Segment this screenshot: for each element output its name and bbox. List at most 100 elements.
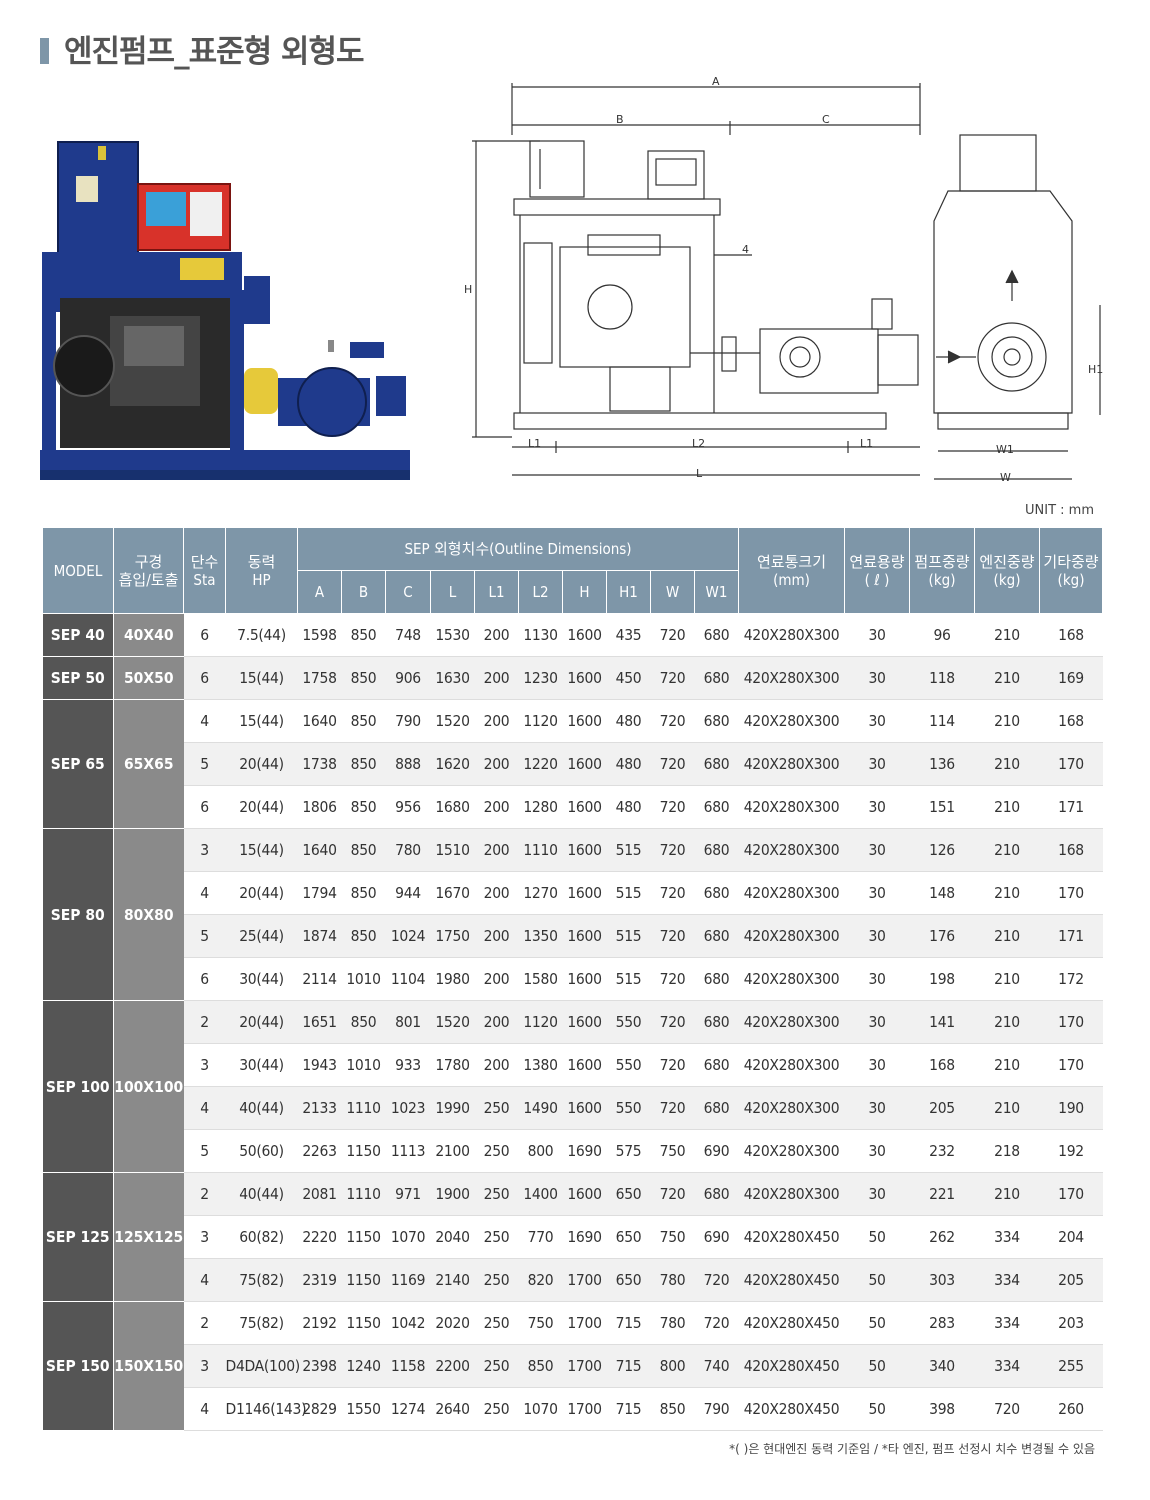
- table-cell: 715: [606, 1387, 651, 1431]
- table-cell: 250: [474, 1129, 519, 1173]
- dim-label-w1: W1: [996, 443, 1014, 456]
- table-cell: 203: [1039, 1301, 1103, 1345]
- table-cell: 420X280X300: [738, 1129, 845, 1173]
- table-cell: 1600: [562, 914, 607, 958]
- bore-cell: 125X125: [113, 1172, 184, 1302]
- table-cell: 1230: [518, 656, 563, 700]
- table-cell: 1550: [341, 1387, 386, 1431]
- table-cell: 2263: [297, 1129, 342, 1173]
- table-cell: 30: [844, 1172, 910, 1216]
- table-cell: 1620: [430, 742, 475, 786]
- table-cell: 1490: [518, 1086, 563, 1130]
- table-cell: 20(44): [225, 871, 298, 915]
- table-cell: 50: [844, 1344, 910, 1388]
- table-cell: 200: [474, 742, 519, 786]
- table-cell: 1600: [562, 871, 607, 915]
- dim-label-l2: L2: [692, 437, 705, 450]
- table-cell: 1380: [518, 1043, 563, 1087]
- table-cell: 60(82): [225, 1215, 298, 1259]
- table-cell: 30(44): [225, 1043, 298, 1087]
- table-cell: 200: [474, 699, 519, 743]
- table-cell: 680: [694, 656, 739, 700]
- table-cell: 2040: [430, 1215, 475, 1259]
- table-cell: 1806: [297, 785, 342, 829]
- table-cell: 1600: [562, 613, 607, 657]
- table-cell: 720: [650, 656, 695, 700]
- table-cell: 780: [385, 828, 431, 872]
- table-cell: 3: [183, 1043, 226, 1087]
- table-cell: 50: [844, 1301, 910, 1345]
- table-cell: 650: [606, 1258, 651, 1302]
- dim-label-l: L: [696, 467, 703, 480]
- table-cell: 4: [183, 1086, 226, 1130]
- table-cell: 210: [974, 1172, 1040, 1216]
- model-cell: SEP 40: [42, 613, 114, 657]
- table-cell: 210: [974, 871, 1040, 915]
- table-cell: 420X280X300: [738, 613, 845, 657]
- table-cell: 1700: [562, 1258, 607, 1302]
- table-cell: 420X280X300: [738, 828, 845, 872]
- table-cell: 680: [694, 742, 739, 786]
- table-cell: 420X280X300: [738, 1086, 845, 1130]
- table-cell: 850: [341, 656, 386, 700]
- table-cell: 136: [909, 742, 975, 786]
- bore-cell: 40X40: [113, 613, 184, 657]
- table-cell: 550: [606, 1043, 651, 1087]
- table-cell: 1520: [430, 699, 475, 743]
- table-cell: 1120: [518, 699, 563, 743]
- table-cell: 720: [650, 957, 695, 1001]
- table-cell: 1270: [518, 871, 563, 915]
- table-cell: 515: [606, 914, 651, 958]
- table-cell: 30: [844, 785, 910, 829]
- table-cell: 96: [909, 613, 975, 657]
- table-cell: 250: [474, 1258, 519, 1302]
- table-cell: 1600: [562, 785, 607, 829]
- table-cell: 680: [694, 699, 739, 743]
- table-cell: 1070: [518, 1387, 563, 1431]
- table-cell: 450: [606, 656, 651, 700]
- table-cell: 690: [694, 1129, 739, 1173]
- table-cell: 20(44): [225, 1000, 298, 1044]
- table-cell: 1110: [341, 1086, 386, 1130]
- table-cell: 1600: [562, 656, 607, 700]
- dim-label-c: C: [822, 113, 830, 126]
- header-dim-h1: H1: [606, 570, 651, 614]
- table-cell: 720: [650, 1043, 695, 1087]
- table-cell: 2640: [430, 1387, 475, 1431]
- table-cell: 30: [844, 871, 910, 915]
- table-cell: 168: [909, 1043, 975, 1087]
- table-cell: 190: [1039, 1086, 1103, 1130]
- table-cell: 420X280X300: [738, 1043, 845, 1087]
- table-cell: 780: [650, 1258, 695, 1302]
- table-cell: 650: [606, 1172, 651, 1216]
- table-cell: 680: [694, 785, 739, 829]
- table-cell: 50: [844, 1387, 910, 1431]
- table-cell: 3: [183, 1215, 226, 1259]
- table-cell: 2140: [430, 1258, 475, 1302]
- table-cell: 1943: [297, 1043, 342, 1087]
- dim-label-l1-left: L1: [528, 437, 541, 450]
- table-cell: 1150: [341, 1215, 386, 1259]
- table-cell: 200: [474, 957, 519, 1001]
- table-cell: 176: [909, 914, 975, 958]
- table-cell: 40(44): [225, 1172, 298, 1216]
- table-cell: 850: [518, 1344, 563, 1388]
- table-cell: 680: [694, 613, 739, 657]
- table-cell: 210: [974, 957, 1040, 1001]
- table-cell: 1874: [297, 914, 342, 958]
- table-cell: 1600: [562, 699, 607, 743]
- table-cell: 720: [694, 1301, 739, 1345]
- bore-cell: 150X150: [113, 1301, 184, 1431]
- header-engine-weight: 엔진중량(kg): [974, 527, 1041, 614]
- table-cell: 1600: [562, 1086, 607, 1130]
- table-cell: 2081: [297, 1172, 342, 1216]
- table-cell: 1150: [341, 1301, 386, 1345]
- table-cell: 200: [474, 914, 519, 958]
- table-cell: 1600: [562, 957, 607, 1001]
